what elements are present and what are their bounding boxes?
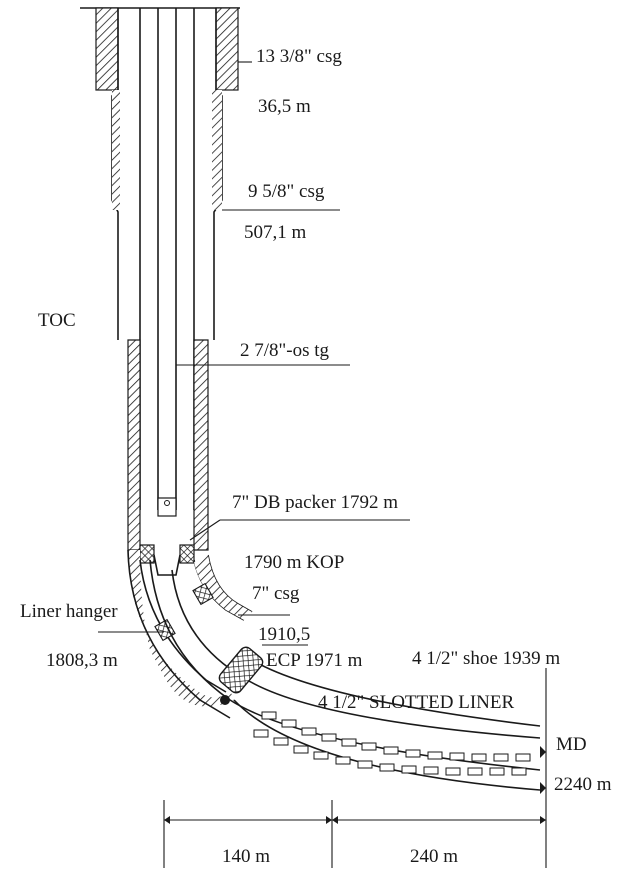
liner-slot [445, 767, 461, 776]
liner-slot [467, 767, 483, 776]
liner-slot [493, 753, 509, 762]
label-depth-2240: 2240 m [554, 774, 612, 795]
liner-slot [383, 746, 399, 755]
liner-slot [449, 752, 465, 761]
liner-slot [427, 751, 443, 760]
db-packer-left [139, 544, 155, 564]
surface-cement-right [212, 90, 222, 210]
build-cement-inner [128, 550, 234, 707]
liner-slot [313, 751, 329, 760]
label-7-csg: 7" csg [252, 583, 300, 604]
liner-slot [511, 767, 527, 776]
open-hole-wall-top [251, 659, 541, 727]
liner-slot [401, 765, 417, 774]
liner-slot [357, 760, 373, 769]
liner-slot [253, 729, 269, 738]
surface-cement-left [112, 90, 120, 210]
label-9-csg: 9 5/8" csg [248, 181, 325, 202]
production-cement-left [127, 339, 141, 551]
dimension-arrow-mid-right [332, 816, 338, 824]
dimension-arrow-mid-left [326, 816, 332, 824]
build-casing-outer-left [127, 549, 231, 719]
label-dim-140: 140 m [222, 846, 270, 867]
label-depth-507: 507,1 m [244, 222, 307, 243]
liner-slot [261, 711, 277, 720]
liner-slot [301, 727, 317, 736]
liner-slot [471, 753, 487, 762]
label-depth-36: 36,5 m [258, 96, 311, 117]
dimension-arrow-right [540, 816, 546, 824]
label-slotted-liner: 4 1/2" SLOTTED LINER [318, 692, 514, 713]
label-shoe: 4 1/2" shoe 1939 m [412, 648, 560, 669]
label-db-packer: 7" DB packer 1792 m [232, 492, 398, 513]
label-ecp: ECP 1971 m [266, 650, 363, 671]
liner-slot [489, 767, 505, 776]
label-13-csg: 13 3/8" csg [256, 46, 342, 67]
label-tubing: 2 7/8"-os tg [240, 340, 330, 361]
md-arrow-lower [540, 782, 546, 794]
tubing-tail [157, 497, 177, 517]
liner-slot [281, 719, 297, 728]
ecp-packer [218, 646, 264, 694]
liner-slot [341, 738, 357, 747]
tubing-tail-port [164, 500, 170, 506]
liner-slot [379, 763, 395, 772]
label-dim-240: 240 m [410, 846, 458, 867]
md-arrow-upper [540, 746, 546, 758]
liner-slot [423, 766, 439, 775]
db-packer-right [179, 544, 195, 564]
label-depth-1808: 1808,3 m [46, 650, 118, 671]
liner-hanger-element-right [192, 582, 214, 606]
dimension-arrow-left [164, 816, 170, 824]
liner-lower-wall [171, 569, 541, 739]
leader-packer-a [189, 519, 221, 541]
liner-slot [321, 733, 337, 742]
conductor-cement-right [215, 7, 239, 91]
label-kop: 1790 m KOP [244, 552, 344, 573]
liner-slot [335, 756, 351, 765]
liner-slot [273, 737, 289, 746]
label-liner-hanger: Liner hanger [20, 601, 118, 622]
liner-slot [361, 742, 377, 751]
ecp-dot [220, 695, 230, 705]
production-cement-right [193, 339, 209, 551]
label-md: MD [556, 734, 587, 755]
liner-slot [293, 745, 309, 754]
conductor-cement-left [95, 7, 119, 91]
label-toc: TOC [38, 310, 76, 331]
packer-mandrel [153, 554, 181, 576]
liner-slots [253, 711, 531, 776]
liner-slot [405, 749, 421, 758]
liner-slot [515, 753, 531, 762]
liner-hanger-element-left [154, 618, 176, 642]
build-cement-right [194, 555, 252, 620]
label-depth-1910: 1910,5 [258, 624, 310, 645]
